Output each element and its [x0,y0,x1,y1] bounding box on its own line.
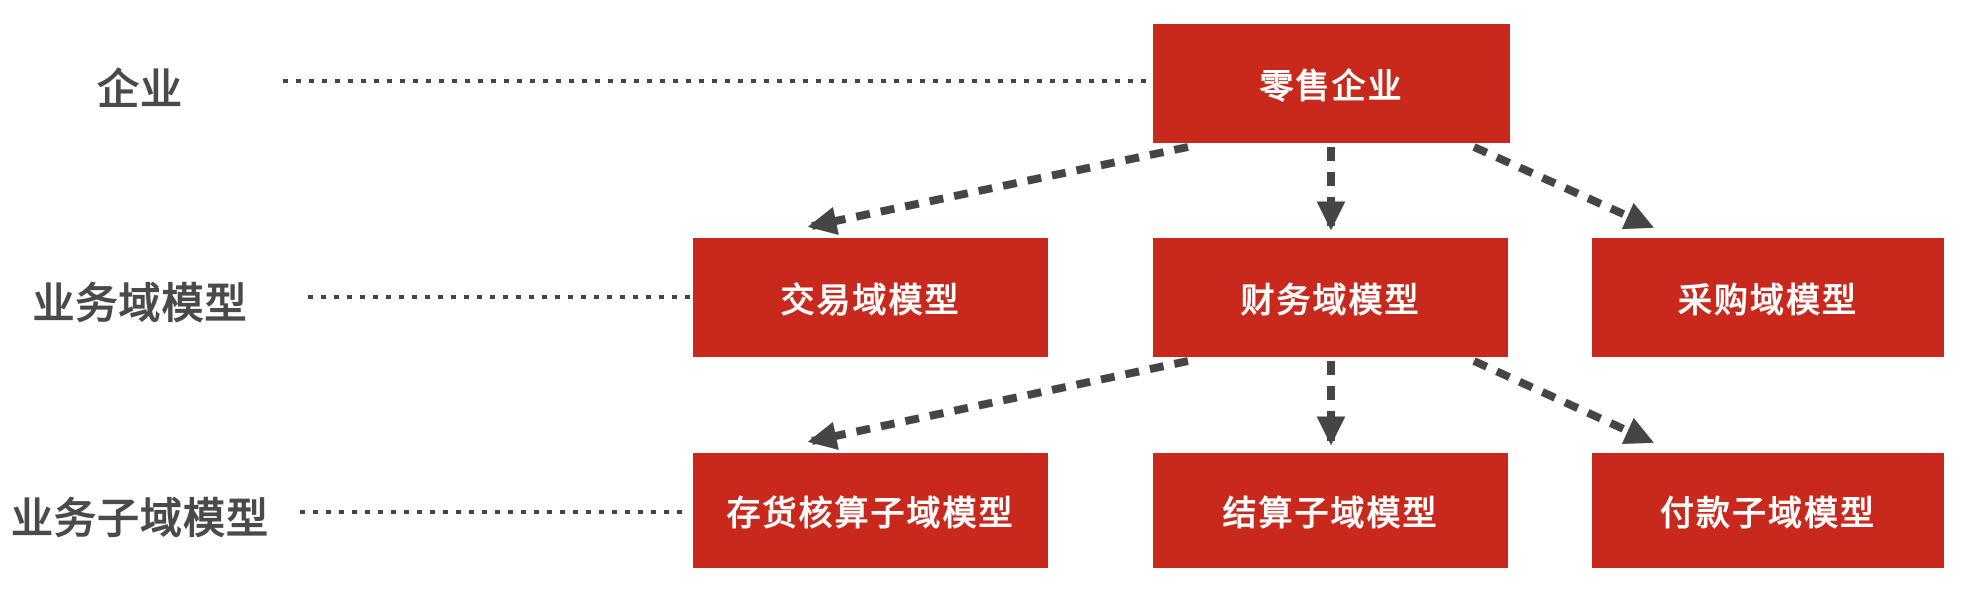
edge-finance-to-inventory [807,357,1189,450]
level-label-enterprise: 企业 [96,66,183,113]
level-label-domain: 业务域模型 [32,280,248,327]
node-inventory-accounting-subdomain-model: 存货核算子域模型 [693,453,1048,568]
edge-finance-to-payment [1472,357,1654,445]
node-finance-domain-model: 财务域模型 [1153,238,1508,357]
level-label-subdomain: 业务子域模型 [10,495,269,542]
node-payment-subdomain-model: 付款子域模型 [1592,453,1944,568]
node-trade-domain-model: 交易域模型 [693,238,1048,357]
edge-retail-to-procure [1472,143,1654,230]
node-settlement-subdomain-model: 结算子域模型 [1153,453,1508,568]
node-retail-enterprise: 零售企业 [1153,24,1510,143]
edge-retail-to-trade [807,143,1189,236]
node-procurement-domain-model: 采购域模型 [1592,238,1944,357]
